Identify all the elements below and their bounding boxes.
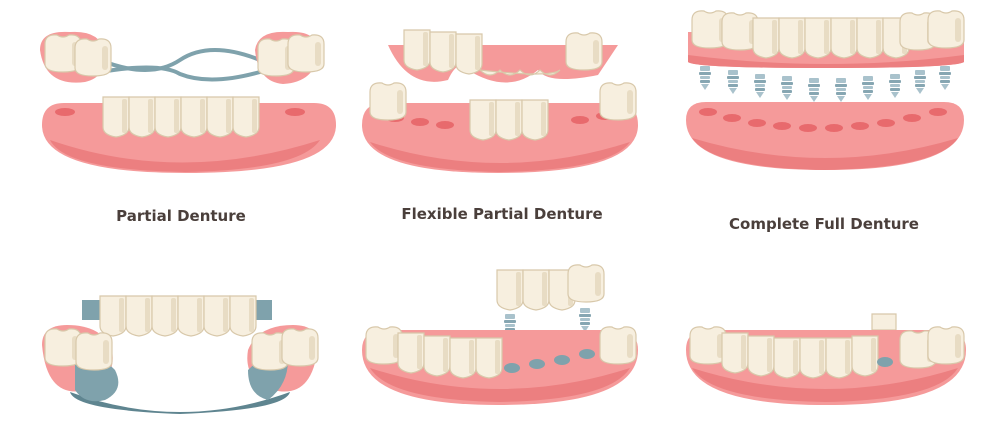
flexible-partial-denture-illustration (362, 29, 638, 173)
partial-denture-illustration (40, 31, 336, 173)
implant-full-denture-illustration (686, 10, 965, 170)
cast-partial-denture-illustration (42, 295, 319, 414)
single-tooth-gap-illustration (686, 313, 966, 405)
caption-complete-full-denture: Complete Full Denture (729, 215, 919, 233)
caption-flexible-partial-denture: Flexible Partial Denture (401, 205, 603, 223)
implant-bridge-illustration (362, 264, 638, 405)
caption-partial-denture: Partial Denture (116, 207, 246, 225)
